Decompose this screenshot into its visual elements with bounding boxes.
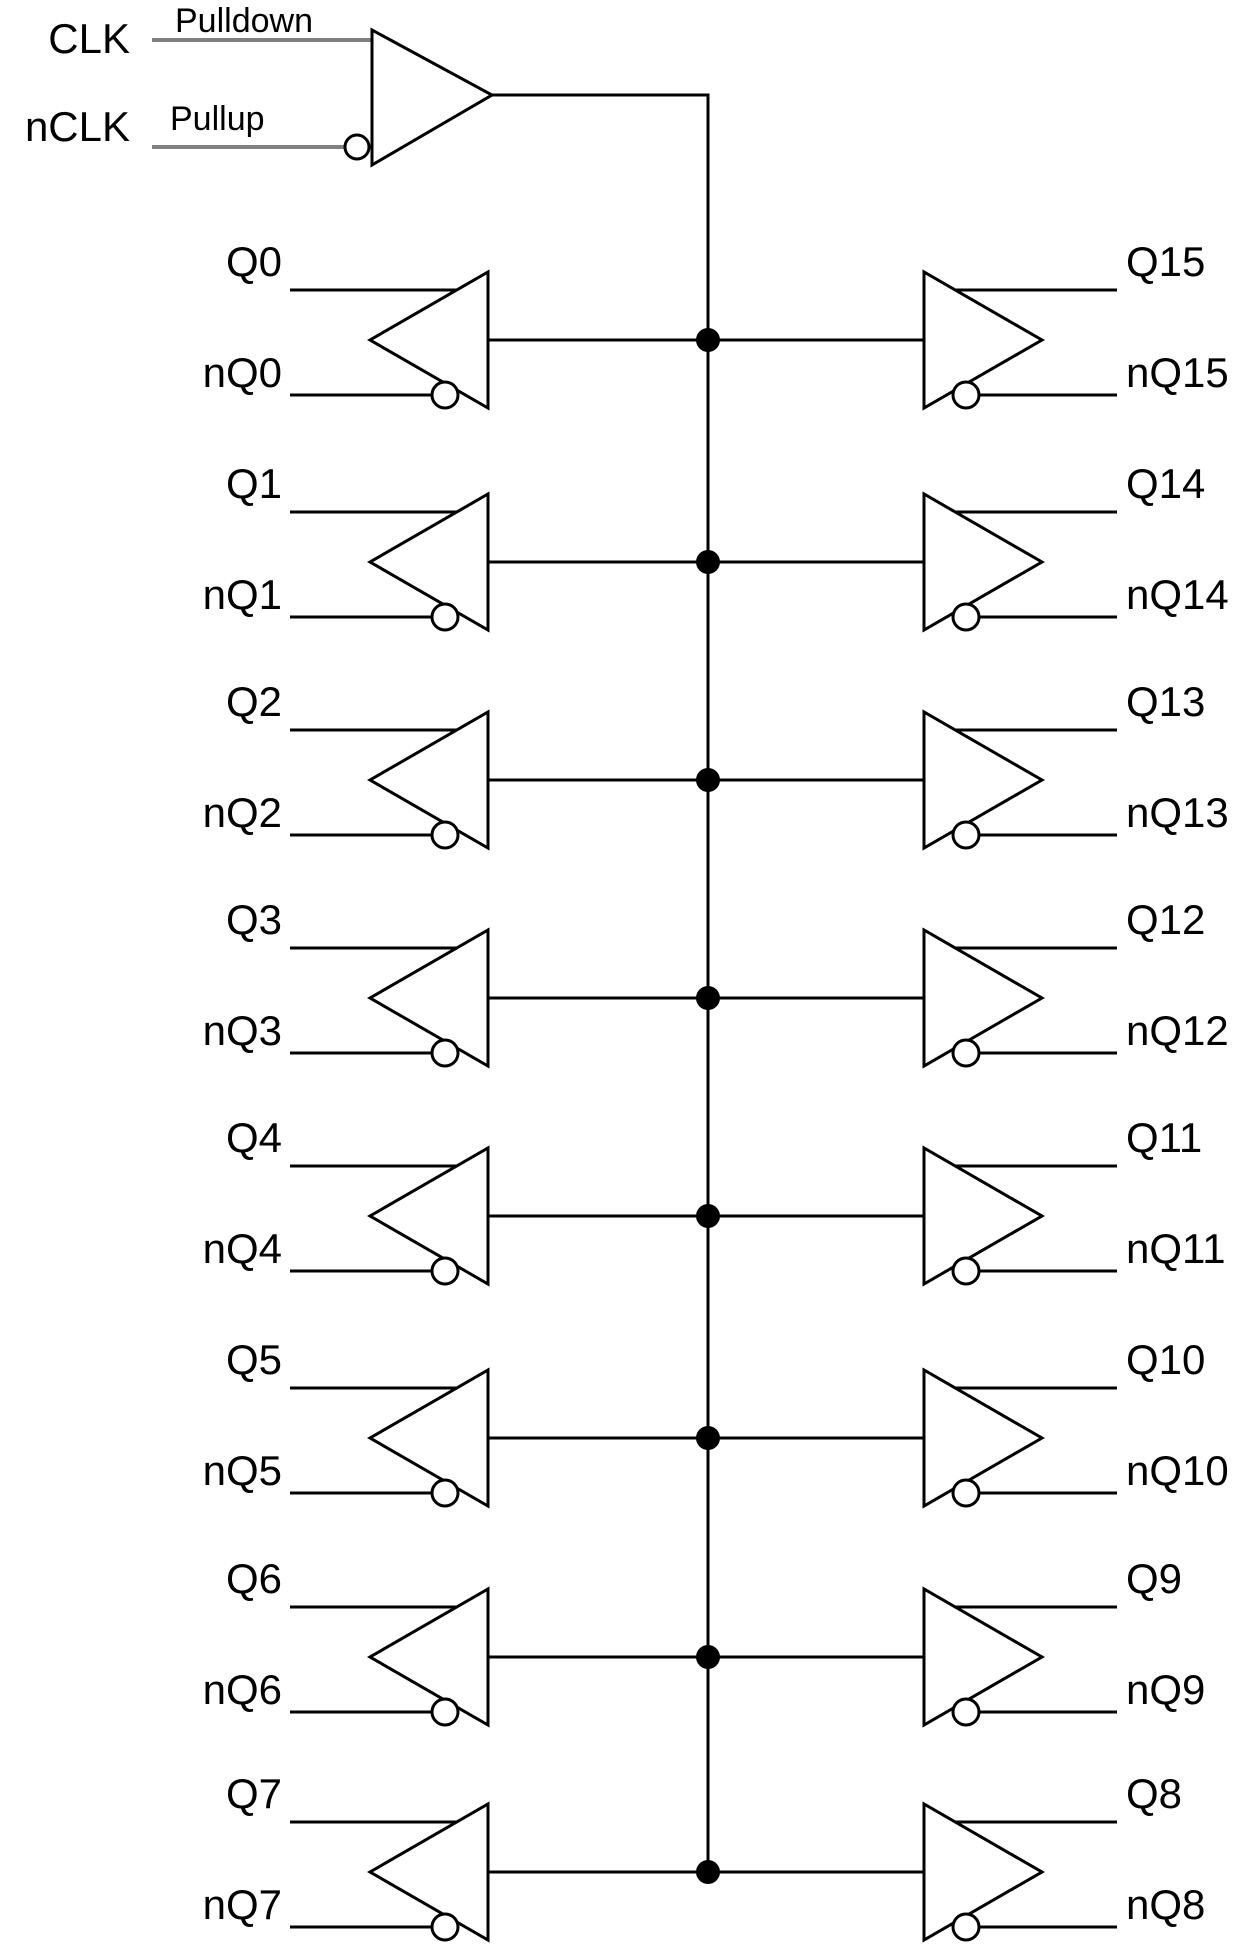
- right-buffer-stage: Q15 nQ15: [708, 238, 1229, 411]
- left-buffer-stage: Q0 nQ0: [203, 238, 708, 411]
- q-output-label: Q11: [1126, 1114, 1202, 1161]
- left-buffer-stage: Q4 nQ4: [203, 1114, 708, 1287]
- pullup-label: Pullup: [170, 100, 265, 138]
- nq-output-label: nQ10: [1126, 1447, 1229, 1494]
- inversion-bubble-icon: [430, 602, 460, 632]
- q-output-label: Q9: [1126, 1555, 1182, 1602]
- junction-dot-icon: [696, 768, 720, 792]
- q-output-label: Q2: [226, 678, 282, 725]
- junction-dot-icon: [696, 1860, 720, 1884]
- pulldown-label: Pulldown: [175, 2, 313, 40]
- buffer-triangle-icon: [366, 927, 490, 1069]
- left-buffer-stage: Q6 nQ6: [203, 1555, 708, 1728]
- clock-bus: [492, 93, 710, 1870]
- nq-output-label: nQ7: [203, 1881, 282, 1928]
- buffer-triangle-icon: [922, 1586, 1046, 1728]
- buffer-triangle-icon: [922, 1801, 1046, 1943]
- junction-dot-icon: [696, 1426, 720, 1450]
- inversion-bubble-icon: [343, 133, 371, 161]
- buffer-triangle-icon: [366, 269, 490, 411]
- inversion-bubble-icon: [430, 1912, 460, 1942]
- nq-output-label: nQ9: [1126, 1666, 1205, 1713]
- buffer-triangle-icon: [366, 491, 490, 633]
- right-buffer-stage: Q8 nQ8: [708, 1770, 1205, 1943]
- left-buffer-stage: Q5 nQ5: [203, 1336, 708, 1509]
- nq-output-label: nQ14: [1126, 571, 1229, 618]
- inversion-bubble-icon: [430, 1697, 460, 1727]
- right-buffer-stage: Q10 nQ10: [708, 1336, 1229, 1509]
- junction-dot-icon: [696, 328, 720, 352]
- inversion-bubble-icon: [430, 380, 460, 410]
- junction-dot-icon: [696, 550, 720, 574]
- q-output-label: Q10: [1126, 1336, 1205, 1383]
- q-output-label: Q13: [1126, 678, 1205, 725]
- q-output-label: Q14: [1126, 460, 1205, 507]
- nq-output-label: nQ2: [203, 789, 282, 836]
- buffer-triangle-icon: [366, 1145, 490, 1287]
- clk-label: CLK: [48, 15, 130, 62]
- right-buffer-stage: Q11 nQ11: [708, 1114, 1226, 1287]
- input-buffer-icon: [370, 27, 496, 168]
- nq-output-label: nQ0: [203, 349, 282, 396]
- junction-dot-icon: [696, 1645, 720, 1669]
- left-buffer-stage: Q7 nQ7: [203, 1770, 708, 1943]
- inversion-bubble-icon: [951, 1697, 981, 1727]
- inversion-bubble-icon: [430, 1256, 460, 1286]
- nq-output-label: nQ4: [203, 1225, 282, 1272]
- right-buffer-stage: Q9 nQ9: [708, 1555, 1205, 1728]
- nq-output-label: nQ11: [1126, 1225, 1226, 1272]
- inversion-bubble-icon: [951, 1038, 981, 1068]
- nq-output-label: nQ13: [1126, 789, 1229, 836]
- nq-output-label: nQ5: [203, 1447, 282, 1494]
- inversion-bubble-icon: [951, 1478, 981, 1508]
- junction-dot-icon: [696, 986, 720, 1010]
- q-output-label: Q7: [226, 1770, 282, 1817]
- nclk-label: nCLK: [25, 103, 130, 150]
- buffer-triangle-icon: [922, 491, 1046, 633]
- buffer-triangle-icon: [922, 269, 1046, 411]
- nq-output-label: nQ6: [203, 1666, 282, 1713]
- nq-output-label: nQ1: [203, 571, 282, 618]
- buffer-triangle-icon: [922, 1145, 1046, 1287]
- inversion-bubble-icon: [951, 602, 981, 632]
- inversion-bubble-icon: [430, 820, 460, 850]
- q-output-label: Q3: [226, 896, 282, 943]
- nq-output-label: nQ3: [203, 1007, 282, 1054]
- buffer-triangle-icon: [366, 709, 490, 851]
- right-buffer-stage: Q14 nQ14: [708, 460, 1229, 633]
- q-output-label: Q12: [1126, 896, 1205, 943]
- q-output-label: Q4: [226, 1114, 282, 1161]
- junction-dot-icon: [696, 1204, 720, 1228]
- buffer-triangle-icon: [366, 1586, 490, 1728]
- q-output-label: Q5: [226, 1336, 282, 1383]
- inversion-bubble-icon: [951, 820, 981, 850]
- buffer-triangle-icon: [366, 1801, 490, 1943]
- inversion-bubble-icon: [951, 1256, 981, 1286]
- buffer-triangle-icon: [366, 1367, 490, 1509]
- nq-output-label: nQ8: [1126, 1881, 1205, 1928]
- buffer-triangle-icon: [922, 709, 1046, 851]
- q-output-label: Q6: [226, 1555, 282, 1602]
- nq-output-label: nQ15: [1126, 349, 1229, 396]
- left-buffer-stage: Q1 nQ1: [203, 460, 708, 633]
- buffer-triangle-icon: [922, 927, 1046, 1069]
- q-output-label: Q1: [226, 460, 282, 507]
- left-buffer-stage: Q3 nQ3: [203, 896, 708, 1069]
- q-output-label: Q8: [1126, 1770, 1182, 1817]
- q-output-label: Q0: [226, 238, 282, 285]
- nq-output-label: nQ12: [1126, 1007, 1229, 1054]
- q-output-label: Q15: [1126, 238, 1205, 285]
- left-buffer-stage: Q2 nQ2: [203, 678, 708, 851]
- input-receiver: CLK nCLK Pulldown Pullup: [25, 2, 496, 168]
- right-buffer-stage: Q12 nQ12: [708, 896, 1229, 1069]
- right-buffer-stage: Q13 nQ13: [708, 678, 1229, 851]
- inversion-bubble-icon: [951, 380, 981, 410]
- inversion-bubble-icon: [430, 1478, 460, 1508]
- inversion-bubble-icon: [430, 1038, 460, 1068]
- buffer-triangle-icon: [922, 1367, 1046, 1509]
- inversion-bubble-icon: [951, 1912, 981, 1942]
